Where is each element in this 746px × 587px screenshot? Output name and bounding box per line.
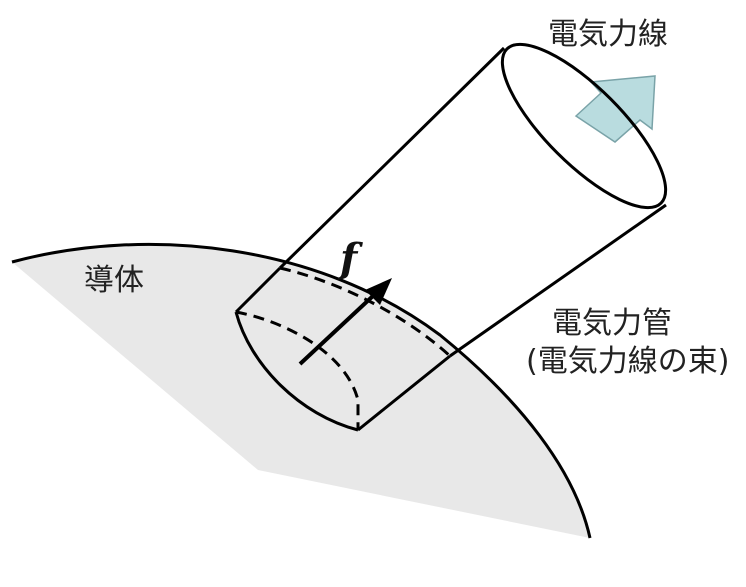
- tube-bottom-hidden-edge: [235, 310, 360, 430]
- tube-conductor-intersection: [279, 266, 452, 358]
- conductor-surface: [12, 244, 590, 538]
- force-arrow-head: [365, 278, 392, 305]
- tube-lower-wall: [449, 203, 667, 358]
- field-line-label: 電気力線: [548, 17, 668, 52]
- conductor-edge: [11, 242, 592, 539]
- field-line-arrow: [574, 75, 656, 143]
- flux-tube-note: (電気力線の束): [526, 344, 729, 379]
- tube-bottom-front-edge: [234, 311, 359, 432]
- flux-tube-label: 電気力管: [552, 306, 672, 341]
- tube-lower-wall-lower-part: [357, 354, 451, 432]
- conductor-label: 導体: [84, 263, 144, 298]
- tube-top-ellipse: [500, 42, 668, 210]
- force-label: f: [337, 235, 363, 282]
- force-arrow-shaft: [298, 293, 376, 366]
- tube-upper-wall-lower-part: [234, 266, 282, 314]
- tube-upper-wall: [278, 46, 506, 270]
